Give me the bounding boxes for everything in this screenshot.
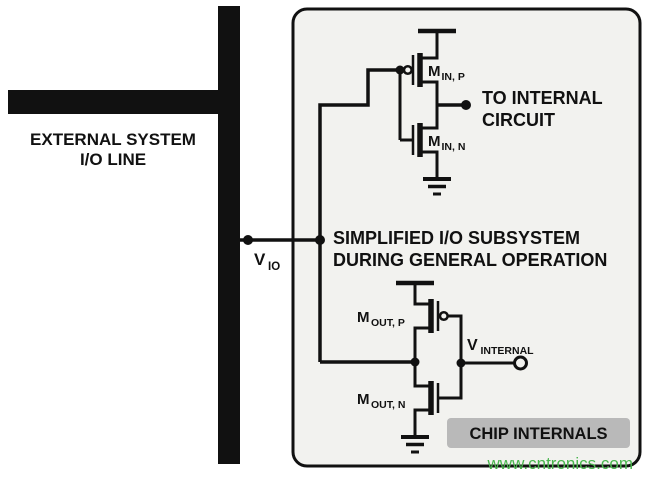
- chip-internals-badge-bg: [447, 418, 630, 448]
- output-drain-junction-dot: [410, 357, 420, 367]
- output-pmos-source-lead: [413, 283, 431, 306]
- chip-internals-badge: CHIP INTERNALS: [447, 418, 630, 448]
- label-min-n-main: M: [428, 133, 441, 150]
- vinternal-label-main: V: [467, 337, 478, 354]
- input-pmos-drain-lead: [420, 80, 439, 106]
- vio-label-sub: IO: [268, 261, 280, 273]
- caption: SIMPLIFIED I/O SUBSYSTEM DURING GENERAL …: [333, 228, 607, 270]
- output-nmos-drain-lead: [413, 362, 431, 388]
- label-mout-p-main: M: [357, 309, 370, 326]
- external-bus: EXTERNAL SYSTEM I/O LINE: [8, 6, 240, 464]
- input-pmos-source-lead: [420, 31, 439, 60]
- to-internal-label-line2: CIRCUIT: [482, 110, 555, 130]
- output-driver: M OUT, P M OUT, N V INTERNAL: [320, 280, 535, 454]
- bus-junction-dot: [243, 235, 253, 245]
- output-nmos-transistor: [413, 362, 461, 435]
- ground-symbol-output: [401, 435, 429, 454]
- output-pmos-transistor: [413, 283, 461, 362]
- to-internal-label-line1: TO INTERNAL: [482, 88, 603, 108]
- pmos-bubble-icon: [402, 64, 413, 76]
- bus-horizontal-arm: [8, 90, 218, 114]
- label-mout-n-sub: OUT, N: [371, 399, 405, 411]
- label-mout-n-main: M: [357, 391, 370, 408]
- external-bus-label-line2: I/O LINE: [80, 150, 146, 169]
- ground-symbol-input: [423, 177, 451, 196]
- output-nmos-source-lead: [413, 408, 431, 435]
- label-min-p-sub: IN, P: [442, 71, 465, 83]
- label-mout-p-sub: OUT, P: [371, 317, 405, 329]
- label-min-p-main: M: [428, 63, 441, 80]
- input-nmos-drain-lead: [420, 104, 439, 130]
- pmos-bubble-icon: [438, 310, 449, 322]
- to-internal-terminal-dot: [461, 100, 471, 110]
- output-pmos-drain-lead: [413, 326, 431, 362]
- bus-vertical-bar: [218, 6, 240, 464]
- input-nmos-source-lead: [420, 150, 439, 179]
- caption-line2: DURING GENERAL OPERATION: [333, 250, 607, 270]
- chip-internals-badge-label: CHIP INTERNALS: [469, 425, 607, 443]
- input-nmos-transistor: [400, 104, 439, 179]
- caption-line1: SIMPLIFIED I/O SUBSYSTEM: [333, 228, 580, 248]
- pad-node-wire: [318, 68, 400, 362]
- input-inverter: M IN, P M IN, N TO INTERNAL CIRCUIT: [395, 28, 603, 196]
- chip-boundary-box: [291, 7, 642, 468]
- vinternal-label-sub: INTERNAL: [481, 345, 535, 357]
- vio-label-main: V: [254, 250, 266, 269]
- label-min-n-sub: IN, N: [442, 141, 466, 153]
- vio-wire: V IO: [240, 235, 325, 273]
- external-bus-label-line1: EXTERNAL SYSTEM: [30, 130, 196, 149]
- vinternal-terminal-circle: [513, 355, 528, 371]
- watermark-text: www.cntronics.com: [487, 454, 633, 473]
